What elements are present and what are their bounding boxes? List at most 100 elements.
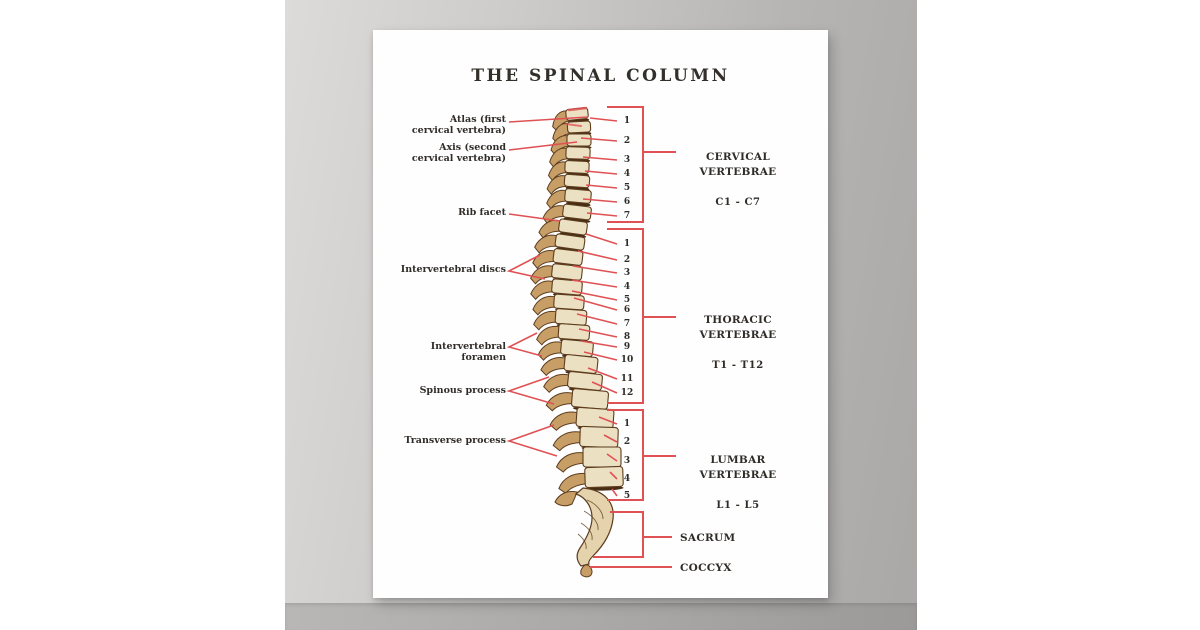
vertebra-body xyxy=(582,446,622,468)
label-transverse-process: Transverse process xyxy=(404,435,506,446)
sacrum-band xyxy=(580,522,593,541)
vertebra-process xyxy=(549,411,582,432)
vertebra-body xyxy=(554,233,586,251)
vertebra-process xyxy=(532,295,559,316)
vertebra-body xyxy=(558,218,588,236)
vertebra-process xyxy=(530,265,557,285)
region-range: L1 - L5 xyxy=(716,500,760,511)
label-axis: Axis (second cervical vertebra) xyxy=(411,142,506,164)
vertebra-number-thoracic: 3 xyxy=(623,268,631,278)
vertebra-number-thoracic: 6 xyxy=(623,305,631,315)
region-label-sacrum: SACRUM xyxy=(680,532,736,544)
leader-line xyxy=(506,254,546,280)
label-rib-facet: Rib facet xyxy=(458,207,506,218)
vertebra-body xyxy=(564,159,590,175)
leader-line xyxy=(593,511,644,558)
label-spinous-process: Spinous process xyxy=(419,385,506,396)
vertebra-body xyxy=(563,173,591,189)
leader-line xyxy=(508,141,578,151)
leader-line xyxy=(582,198,618,203)
region-name: LUMBAR VERTEBRAE xyxy=(699,454,777,481)
region-label-cervical: CERVICAL VERTEBRAE C1 - C7 xyxy=(676,135,800,225)
vertebra-number-lumbar: 2 xyxy=(623,437,631,447)
vertebra-number-cervical: 2 xyxy=(623,136,631,146)
vertebra-body xyxy=(579,425,619,449)
leader-line xyxy=(609,471,618,480)
vertebra-body xyxy=(566,133,592,147)
vertebra-number-thoracic: 9 xyxy=(623,342,631,352)
vertebra-number-thoracic: 1 xyxy=(623,239,631,249)
atlas-highlight xyxy=(567,106,588,112)
vertebra-number-cervical: 7 xyxy=(623,211,631,221)
vertebra-body xyxy=(557,323,591,341)
vertebra-number-thoracic: 10 xyxy=(620,355,634,365)
leader-line xyxy=(508,213,561,222)
leader-line xyxy=(572,265,618,274)
gray-wall-backdrop: THE SPINAL COLUMN Atlas (first cervical … xyxy=(285,0,917,630)
leader-line xyxy=(580,137,618,142)
vertebra-body xyxy=(551,263,583,281)
vertebra-process xyxy=(530,280,557,301)
leader-line xyxy=(580,340,618,348)
label-atlas: Atlas (first cervical vertebra) xyxy=(411,114,506,136)
region-range: T1 - T12 xyxy=(712,360,764,371)
vertebra-body xyxy=(567,371,603,391)
vertebra-number-thoracic: 4 xyxy=(623,282,631,292)
leader-line xyxy=(606,453,618,462)
leader-line xyxy=(585,233,618,245)
vertebra-body xyxy=(562,203,592,221)
spinal-column-poster: THE SPINAL COLUMN Atlas (first cervical … xyxy=(373,30,828,598)
vertebra-number-thoracic: 8 xyxy=(623,332,631,342)
vertebra-number-thoracic: 2 xyxy=(623,255,631,265)
vertebra-number-lumbar: 4 xyxy=(623,474,631,484)
leader-line xyxy=(591,381,618,394)
leader-line xyxy=(508,116,589,123)
region-label-coccyx: COCCYX xyxy=(680,562,732,574)
vertebra-process xyxy=(546,175,569,196)
sacrum-band xyxy=(577,533,587,550)
leader-line xyxy=(587,367,618,380)
vertebra-number-lumbar: 3 xyxy=(623,456,631,466)
leader-line xyxy=(506,332,543,357)
vertebra-body xyxy=(564,188,592,204)
leader-line xyxy=(582,156,618,161)
leader-line xyxy=(578,328,618,338)
leader-line xyxy=(577,250,618,261)
leader-line xyxy=(573,297,618,311)
vertebra-body xyxy=(570,388,610,410)
leader-line xyxy=(585,184,618,189)
vertebra-number-lumbar: 1 xyxy=(623,419,631,429)
sacrum-band xyxy=(583,510,599,531)
vertebra-body xyxy=(565,146,591,160)
region-range: C1 - C7 xyxy=(715,197,761,208)
vertebra-number-lumbar: 5 xyxy=(623,491,631,501)
vertebra-number-thoracic: 5 xyxy=(623,295,631,305)
vertebra-process xyxy=(555,452,589,473)
leader-line xyxy=(607,106,644,223)
vertebra-process xyxy=(534,234,560,254)
leader-line xyxy=(583,351,618,361)
vertebra-number-cervical: 4 xyxy=(623,169,631,179)
region-name: CERVICAL VERTEBRAE xyxy=(699,151,777,178)
vertebra-number-cervical: 6 xyxy=(623,197,631,207)
vertebra-process xyxy=(552,431,586,452)
leader-line xyxy=(584,170,618,175)
floor-band xyxy=(285,603,917,630)
spine-illustration xyxy=(530,106,624,578)
spine-diagram-graphics xyxy=(506,106,676,578)
vertebra-body xyxy=(584,465,624,489)
label-intervertebral-discs: Intervertebral discs xyxy=(400,264,506,275)
vertebra-number-thoracic: 12 xyxy=(620,388,634,398)
vertebra-number-thoracic: 11 xyxy=(620,374,634,384)
axis-highlight xyxy=(565,123,582,127)
vertebra-number-cervical: 1 xyxy=(623,116,631,126)
vertebra-body xyxy=(552,248,584,266)
leader-line xyxy=(571,279,618,288)
vertebra-number-cervical: 5 xyxy=(623,183,631,193)
leader-line xyxy=(598,416,618,425)
leader-line xyxy=(571,290,618,301)
vertebra-body xyxy=(554,308,588,326)
poster-title: THE SPINAL COLUMN xyxy=(471,66,730,86)
sacrum xyxy=(574,487,614,567)
region-name: THORACIC VERTEBRAE xyxy=(699,314,777,341)
